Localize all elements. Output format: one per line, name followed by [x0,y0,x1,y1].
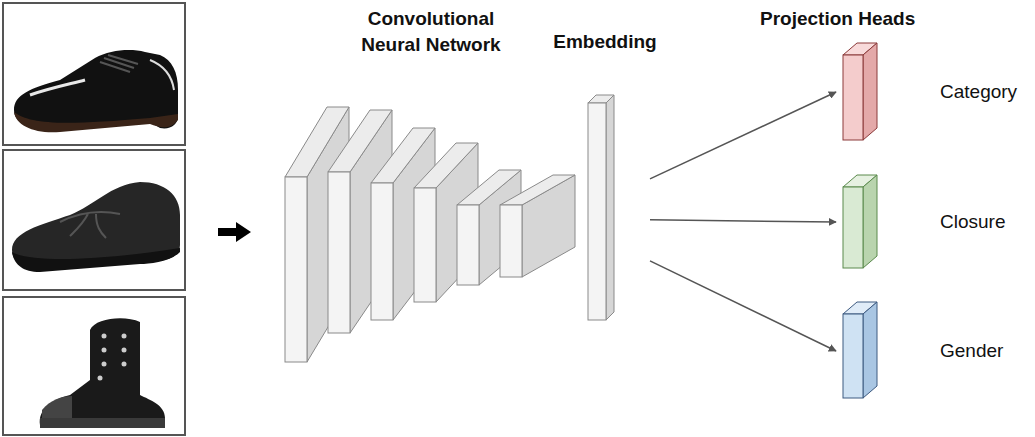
shoe-photo [3,150,185,290]
eyelet [102,362,107,367]
slab-front [285,177,307,362]
head-label: Closure [940,209,1005,235]
shine [30,80,85,95]
category-head [843,43,877,140]
head-side [863,175,877,268]
slab-top [414,143,478,188]
gender-head [843,302,877,398]
photo-frame [3,297,185,435]
closure-head [843,175,877,268]
head-front [843,55,863,140]
input-arrow [218,222,251,242]
flow-arrow [650,261,836,351]
shoe-photo [3,3,185,145]
shoe-sole [12,248,180,272]
embedding-bar [588,95,614,320]
toe-cap [42,396,72,418]
head-side [863,43,877,140]
photo-frame [3,150,185,290]
boot-shoe [40,318,165,425]
bar-side [606,95,614,320]
shine [150,60,174,90]
block-heading: Embedding [550,29,660,55]
laces [60,212,120,238]
slab-top [371,128,435,183]
head-label: Category [940,79,1017,105]
projection-head: Closure [838,172,1033,272]
shoe-sole [40,418,165,428]
slab-front [457,205,479,285]
eyelet [102,348,107,353]
slab-front [500,205,522,277]
head-side [863,302,877,398]
eyelet [98,376,103,381]
slab-top [328,110,392,172]
eyelet [122,348,127,353]
slab-front [414,188,436,302]
projection-head: Gender [838,300,1033,402]
head-front [843,187,863,268]
bar-front [588,103,606,320]
eyelet [122,334,127,339]
slab-front [328,172,350,333]
flow-arrow [650,220,836,222]
section-label: Projection Heads [760,7,915,31]
cnn-layers [285,107,575,362]
eyelet [122,362,127,367]
flow-arrow [650,92,836,179]
eyelet [102,334,107,339]
cnn-block: Convolutional Neural Network [283,2,578,364]
projection-head: Category [838,40,1033,144]
embedding-block: Embedding [560,25,650,322]
photo-frame [3,3,185,145]
shoe-sole [14,112,178,132]
slab-front [371,183,393,320]
shoe-photo [3,297,185,435]
head-label: Gender [940,338,1003,364]
slab-top [500,175,575,205]
block-heading: Convolutional Neural Network [346,6,516,58]
head-front [843,314,863,398]
laces [100,55,138,72]
